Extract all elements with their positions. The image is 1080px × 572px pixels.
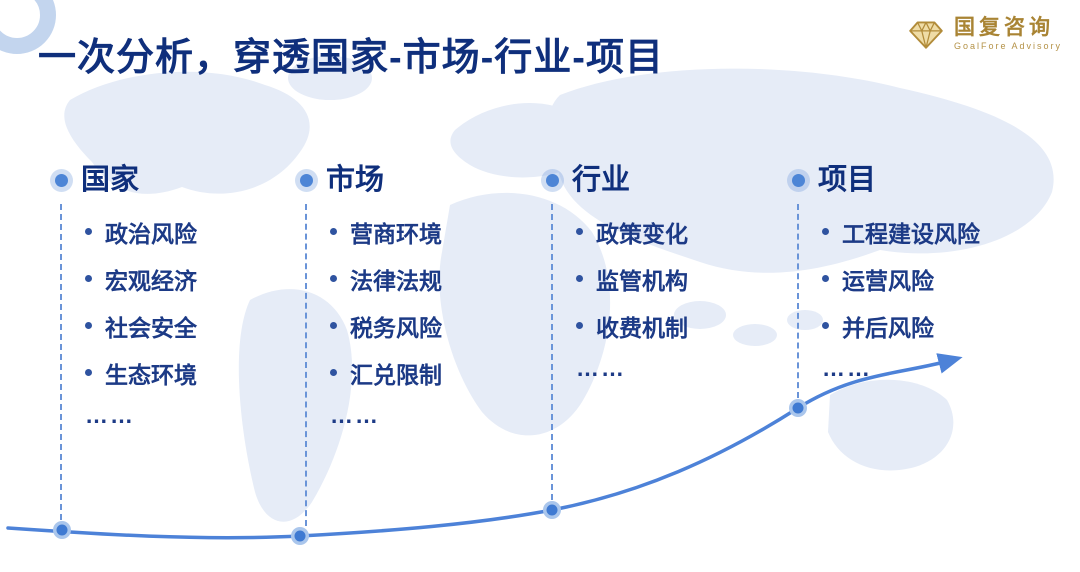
page-title: 一次分析，穿透国家-市场-行业-项目 [38,37,664,79]
logo-text: 国复咨询 GoalFore Advisory [954,15,1062,51]
risk-item: 宏观经济 [85,255,305,302]
timeline-node-icon [792,173,805,187]
risk-item-label: 并后风险 [842,314,934,341]
bullet-icon [330,369,337,376]
column-title: 项目 [818,164,877,196]
bullet-icon [85,369,92,376]
risk-list: 营商环境 法律法规 税务风险 汇兑限制 …… [300,208,550,434]
risk-list: 政治风险 宏观经济 社会安全 生态环境 …… [55,208,305,434]
risk-item: 政治风险 [85,208,305,255]
risk-item-label: 监管机构 [596,267,688,294]
curve-node-icons [53,399,807,545]
column-header: 国家 [55,162,305,198]
risk-item: 汇兑限制 [330,349,550,396]
risk-item-label: 生态环境 [105,361,197,388]
ellipsis-text: …… [576,354,626,381]
risk-item: 生态环境 [85,349,305,396]
risk-item: 收费机制 [576,302,796,349]
bullet-icon [85,322,92,329]
logo-name: 国复咨询 [953,15,1054,39]
risk-list: 工程建设风险 运营风险 并后风险 …… [792,208,1042,387]
column-header: 行业 [546,162,796,198]
risk-item-label: 汇兑限制 [350,361,442,388]
ellipsis-label: …… [822,349,1042,387]
dashed-line [551,204,553,500]
bullet-icon [330,322,337,329]
column-project: 项目 工程建设风险 运营风险 并后风险 …… [792,162,1042,398]
dashed-line [797,204,799,398]
risk-item: 政策变化 [576,208,796,255]
bullet-icon [822,228,829,235]
ellipsis-text: …… [330,401,380,428]
bullet-icon [85,228,92,235]
risk-item-label: 社会安全 [105,314,197,341]
risk-item-label: 运营风险 [842,267,934,294]
risk-item-label: 工程建设风险 [842,220,980,247]
dashed-line [305,204,307,526]
dashed-line [60,204,62,520]
risk-item: 法律法规 [330,255,550,302]
ellipsis-text: …… [822,354,872,381]
timeline-node-icon [55,173,68,187]
ellipsis-label: …… [85,396,305,434]
risk-item-label: 法律法规 [350,267,442,294]
bullet-icon [330,228,337,235]
column-title: 国家 [81,164,140,196]
ellipsis-label: …… [330,396,550,434]
risk-item-label: 收费机制 [596,314,688,341]
bullet-icon [822,275,829,282]
column-header: 项目 [792,162,1042,198]
risk-item: 并后风险 [822,302,1042,349]
risk-item-label: 税务风险 [350,314,442,341]
ellipsis-label: …… [576,349,796,387]
column-country: 国家 政治风险 宏观经济 社会安全 生态环境 …… [55,162,305,520]
column-header: 市场 [300,162,550,198]
column-industry: 行业 政策变化 监管机构 收费机制 …… [546,162,796,500]
bullet-icon [576,275,583,282]
risk-item: 税务风险 [330,302,550,349]
bullet-icon [576,322,583,329]
timeline-node-icon [546,173,559,187]
column-market: 市场 营商环境 法律法规 税务风险 汇兑限制 …… [300,162,550,526]
bullet-icon [822,322,829,329]
bullet-icon [576,228,583,235]
logo-subtitle: GoalFore Advisory [953,41,1062,51]
risk-item: 运营风险 [822,255,1042,302]
bullet-icon [330,275,337,282]
risk-item-label: 政治风险 [105,220,197,247]
risk-item: 监管机构 [576,255,796,302]
risk-item: 社会安全 [85,302,305,349]
risk-item: 工程建设风险 [822,208,1042,255]
bullet-icon [85,275,92,282]
ellipsis-text: …… [85,401,135,428]
risk-item-label: 宏观经济 [105,267,197,294]
column-title: 行业 [572,164,631,196]
gem-icon [909,21,943,49]
timeline-node-icon [300,173,313,187]
risk-item-label: 政策变化 [596,220,688,247]
column-title: 市场 [326,164,385,196]
risk-item: 营商环境 [330,208,550,255]
risk-list: 政策变化 监管机构 收费机制 …… [546,208,796,387]
risk-item-label: 营商环境 [350,220,442,247]
logo: 国复咨询 GoalFore Advisory [907,14,1062,52]
